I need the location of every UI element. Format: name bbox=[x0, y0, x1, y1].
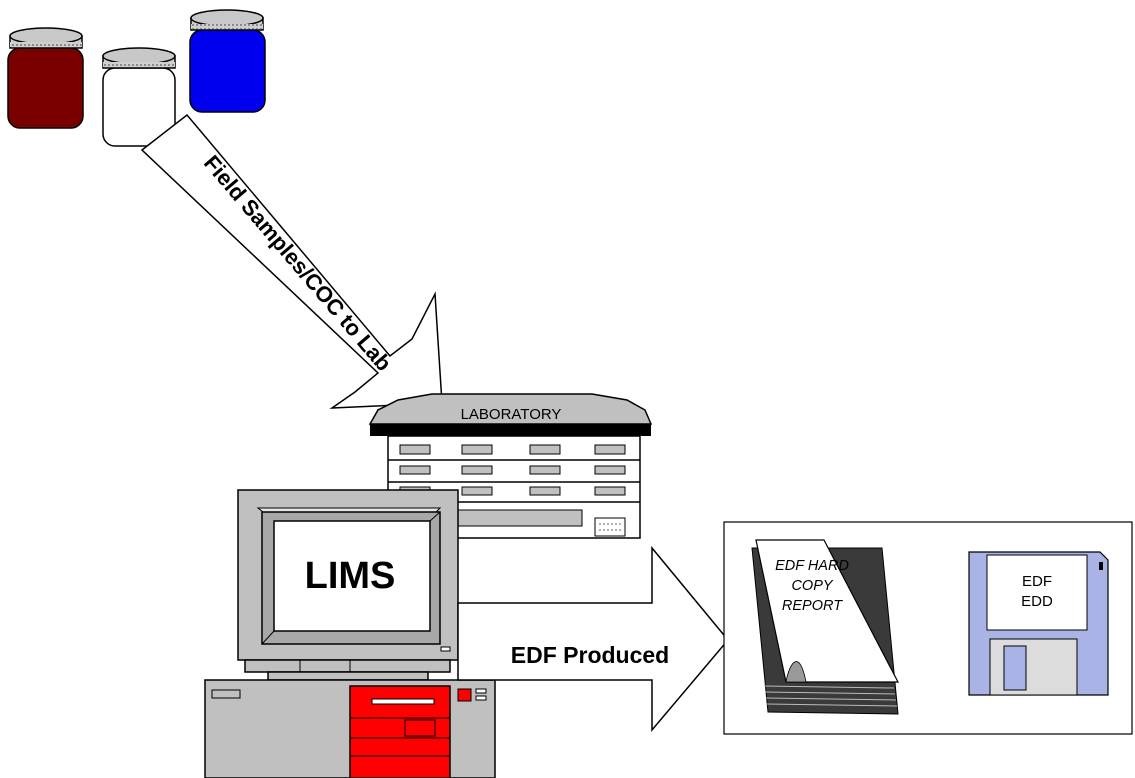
white-jar bbox=[102, 47, 176, 147]
field-samples-arrow: Field Samples/COC to Lab bbox=[140, 113, 443, 409]
dark-red-jar bbox=[7, 27, 84, 129]
report-line-1: EDF HARD bbox=[775, 558, 849, 574]
edf-produced-arrow: EDF Produced bbox=[457, 545, 729, 733]
lims-screen-label: LIMS bbox=[305, 555, 396, 597]
edf-deliverables-box: EDF HARD COPY REPORT EDF EDD bbox=[723, 521, 1133, 735]
report-line-3: REPORT bbox=[782, 598, 843, 614]
floppy-disk-edd: EDF EDD bbox=[968, 551, 1109, 696]
floppy-line-2: EDD bbox=[1021, 593, 1053, 610]
report-line-2: COPY bbox=[791, 578, 833, 594]
laboratory-label: LABORATORY bbox=[461, 406, 562, 423]
computer-cpu bbox=[204, 679, 496, 778]
laboratory-building: LABORATORY bbox=[368, 393, 653, 539]
floppy-line-1: EDF bbox=[1022, 573, 1052, 590]
blue-jar bbox=[189, 9, 266, 113]
computer-monitor: LIMS bbox=[237, 489, 459, 681]
field-samples-arrow-label: Field Samples/COC to Lab bbox=[199, 150, 397, 375]
edf-produced-label: EDF Produced bbox=[511, 642, 669, 668]
hard-copy-report: EDF HARD COPY REPORT bbox=[751, 539, 899, 715]
